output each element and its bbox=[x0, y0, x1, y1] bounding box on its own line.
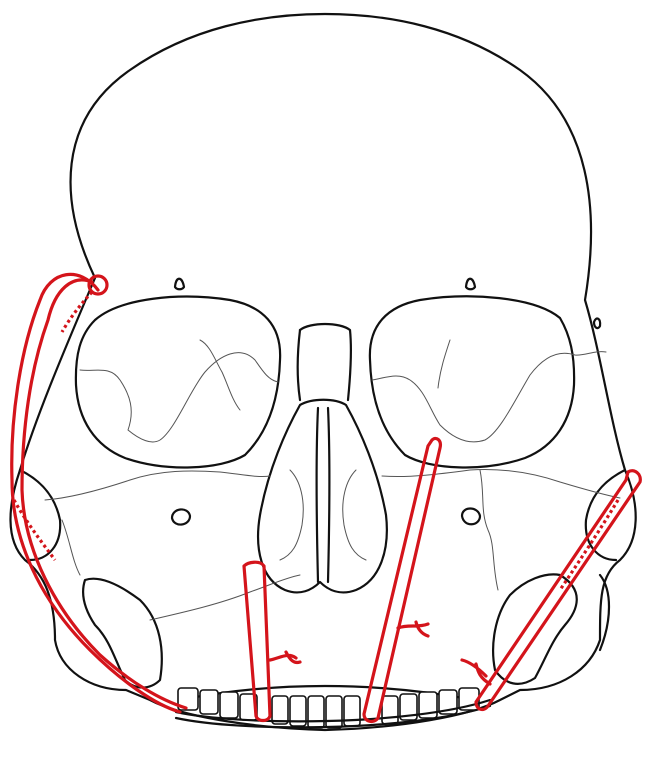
left-orbit bbox=[76, 297, 280, 468]
right-lateral-foramen bbox=[594, 319, 600, 329]
